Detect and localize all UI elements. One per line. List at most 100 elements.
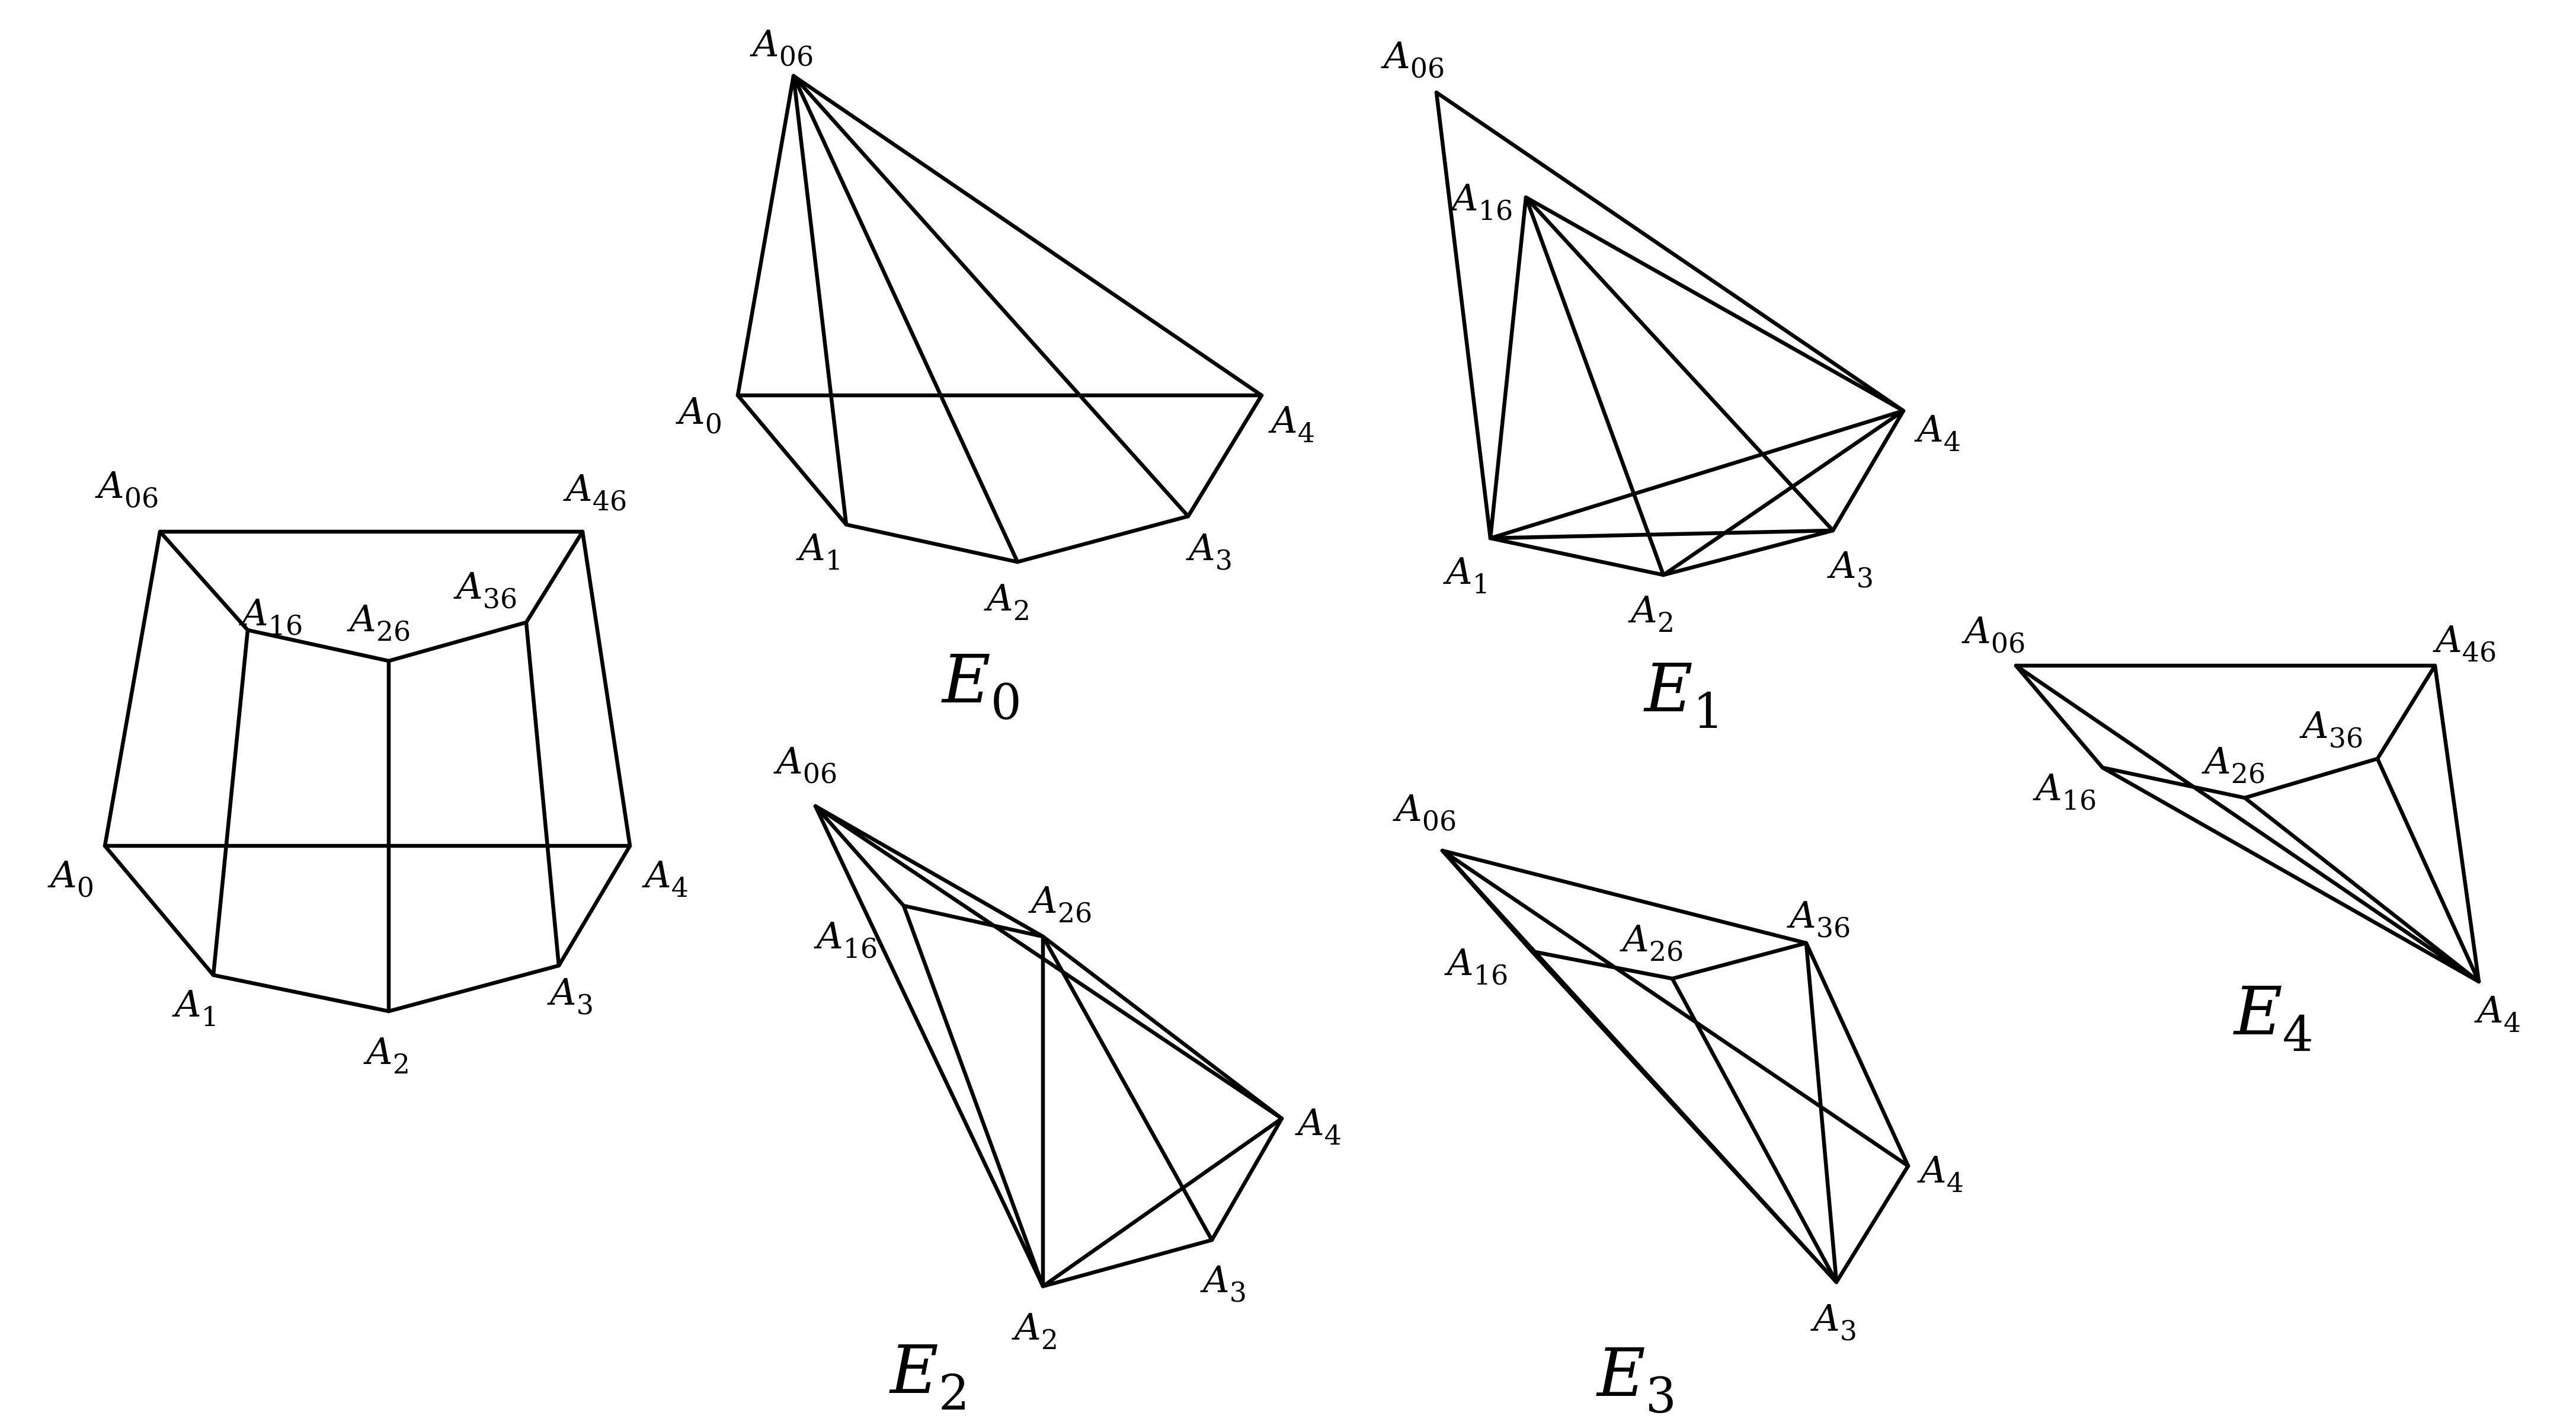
edge-a4-a3	[1834, 1164, 1911, 1284]
edge-a06-a4	[1434, 90, 1906, 413]
vertex-label-a16: A16	[814, 914, 878, 964]
edge-a36-a4	[1804, 941, 1911, 1168]
edge-a16-a26	[1529, 949, 1675, 981]
vertex-label-a46: A46	[563, 466, 627, 517]
edge-a0-a1	[735, 393, 849, 527]
edge-a36-a3	[1804, 941, 1839, 1284]
vertex-label-a16: A16	[2033, 766, 2097, 816]
vertex-label-a4: A4	[1268, 398, 1315, 449]
vertex-label-a36: A36	[453, 564, 517, 615]
vertex-label-a3: A3	[547, 970, 594, 1021]
vertex-label-a26: A26	[2201, 739, 2265, 790]
edge-a2-a3	[1661, 528, 1835, 577]
edge-a06-a4	[791, 74, 1264, 398]
edge-a46-a4	[580, 529, 632, 848]
vertex-label-a4: A4	[642, 853, 689, 903]
vertex-label-a0: A0	[47, 853, 94, 903]
edge-a2-a3	[386, 963, 561, 1014]
figure-title-e0: E0	[941, 641, 1022, 731]
vertex-label-a2: A2	[984, 576, 1031, 627]
edge-a06-a0	[735, 74, 796, 398]
edge-a1-a4	[1488, 408, 1906, 541]
edge-a06-a0	[103, 529, 162, 848]
edge-a46-a36	[524, 529, 585, 625]
edge-a06-a16	[158, 529, 250, 632]
edge-a4-a2	[1041, 1116, 1284, 1289]
edge-a16-a1	[1488, 195, 1528, 541]
edge-a06-a16	[2014, 663, 2105, 770]
vertex-label-a26: A26	[1620, 917, 1684, 967]
edge-a2-a3	[1015, 514, 1191, 564]
edge-a2-a3	[1041, 1238, 1214, 1289]
vertex-label-a06: A06	[95, 464, 159, 514]
edge-a06-a4	[2014, 663, 2481, 984]
edge-a06-a4	[813, 804, 1284, 1121]
edge-a06-a4	[1440, 848, 1911, 1168]
vertex-label-a1: A1	[796, 526, 843, 576]
edge-a06-a1	[1434, 90, 1493, 541]
edge-a1-a2	[1488, 536, 1666, 577]
edge-a4-a3	[1209, 1116, 1284, 1242]
edge-a3-a4	[556, 843, 632, 968]
vertex-label-a2: A2	[363, 1030, 410, 1080]
vertex-label-a46: A46	[2433, 618, 2497, 668]
vertex-label-a16: A16	[239, 591, 303, 641]
edge-a16-a3	[1529, 949, 1839, 1284]
vertex-label-a06: A06	[1381, 34, 1445, 84]
vertex-label-a3: A3	[1810, 1296, 1857, 1347]
vertex-label-a16: A16	[1444, 941, 1508, 991]
edge-a1-a2	[844, 522, 1020, 564]
edge-a16-a26	[901, 903, 1045, 939]
edge-a06-a3	[791, 74, 1191, 519]
vertex-label-a2: A2	[1628, 588, 1675, 638]
edge-a16-a2	[1524, 195, 1666, 577]
edge-a16-a3	[1524, 195, 1835, 533]
vertex-label-a16: A16	[1449, 176, 1513, 226]
edge-a16-a26	[245, 628, 391, 663]
vertex-label-a06: A06	[1961, 609, 2025, 659]
edge-a26-a4	[2242, 795, 2481, 984]
edge-a06-a2	[813, 804, 1045, 1289]
vertex-label-a3: A3	[1186, 526, 1233, 576]
edge-a26-a36	[386, 620, 529, 663]
vertex-label-a4: A4	[1917, 1148, 1964, 1199]
vertex-label-a26: A26	[347, 597, 411, 647]
edge-a2-a4	[1661, 408, 1906, 577]
vertex-label-a1: A1	[1443, 549, 1490, 600]
edge-a16-a26	[2100, 765, 2247, 800]
vertex-label-a06: A06	[750, 22, 814, 72]
edge-a46-a4	[2433, 663, 2481, 984]
vertex-label-a36: A36	[1787, 893, 1851, 944]
figure-title-e3: E3	[1596, 1335, 1676, 1419]
edge-a06-a1	[791, 74, 849, 527]
vertex-label-a4: A4	[1295, 1101, 1342, 1151]
vertex-label-a0: A0	[676, 389, 722, 440]
edge-a0-a1	[103, 843, 216, 977]
vertex-label-a36: A36	[2299, 704, 2363, 754]
vertex-label-a06: A06	[1393, 787, 1457, 837]
edge-a06-a26	[813, 804, 1045, 939]
figure-title-e4: E4	[2233, 973, 2313, 1063]
edge-a3-a4	[1831, 408, 1906, 533]
edge-a26-a36	[1670, 941, 1809, 981]
edge-a16-a1	[211, 628, 250, 977]
vertex-label-a4: A4	[2474, 988, 2521, 1038]
edge-a26-a3	[1041, 934, 1214, 1242]
edge-a16-a4	[2100, 765, 2481, 984]
edge-a1-a2	[211, 973, 391, 1014]
edge-a36-a46	[2375, 663, 2437, 761]
vertex-label-a4: A4	[1914, 407, 1961, 458]
edge-a26-a3	[1670, 976, 1839, 1284]
vertex-label-a1: A1	[172, 982, 219, 1033]
edge-a3-a4	[1186, 393, 1264, 519]
edge-a36-a3	[524, 620, 561, 968]
figure-title-e2: E2	[889, 1332, 969, 1419]
vertex-label-a2: A2	[1012, 1305, 1058, 1356]
